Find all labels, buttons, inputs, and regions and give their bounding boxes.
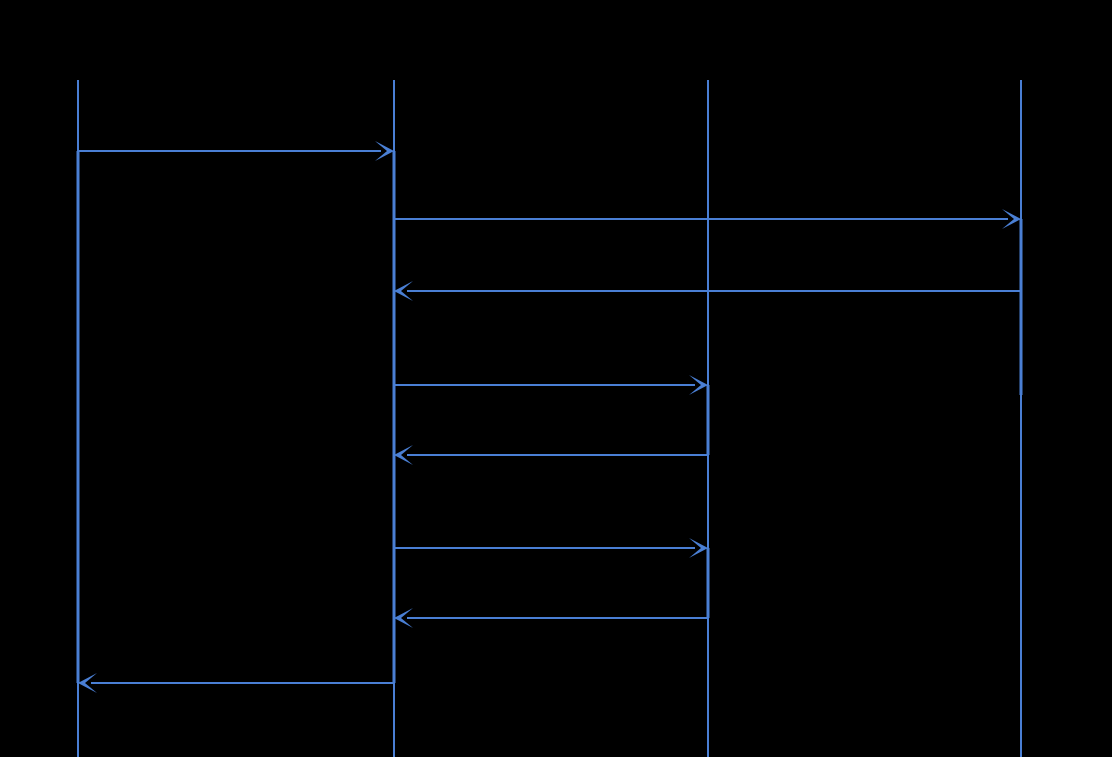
message-hit-area[interactable] bbox=[394, 540, 708, 556]
message-hit-area[interactable] bbox=[78, 143, 394, 159]
message-hit-area[interactable] bbox=[78, 675, 394, 691]
arrowhead-left-icon bbox=[394, 608, 413, 628]
message-arrow[interactable] bbox=[394, 281, 1021, 301]
message-hit-area[interactable] bbox=[394, 447, 708, 463]
message-hit-area[interactable] bbox=[394, 211, 1021, 227]
message-hit-area[interactable] bbox=[394, 283, 1021, 299]
message-arrow[interactable] bbox=[394, 375, 708, 395]
messages-group bbox=[78, 141, 1021, 693]
arrowhead-left-icon bbox=[78, 673, 97, 693]
message-arrow[interactable] bbox=[394, 608, 708, 628]
arrowhead-right-icon bbox=[689, 538, 708, 558]
arrowhead-left-icon bbox=[394, 445, 413, 465]
message-hit-area[interactable] bbox=[394, 610, 708, 626]
activations-group bbox=[76, 151, 1023, 683]
arrowhead-right-icon bbox=[1002, 209, 1021, 229]
message-arrow[interactable] bbox=[78, 141, 394, 161]
message-arrow[interactable] bbox=[394, 538, 708, 558]
arrowhead-left-icon bbox=[394, 281, 413, 301]
message-hit-area[interactable] bbox=[394, 377, 708, 393]
message-arrow[interactable] bbox=[394, 209, 1021, 229]
arrowhead-right-icon bbox=[689, 375, 708, 395]
arrowhead-right-icon bbox=[375, 141, 394, 161]
message-arrow[interactable] bbox=[78, 673, 394, 693]
message-arrow[interactable] bbox=[394, 445, 708, 465]
